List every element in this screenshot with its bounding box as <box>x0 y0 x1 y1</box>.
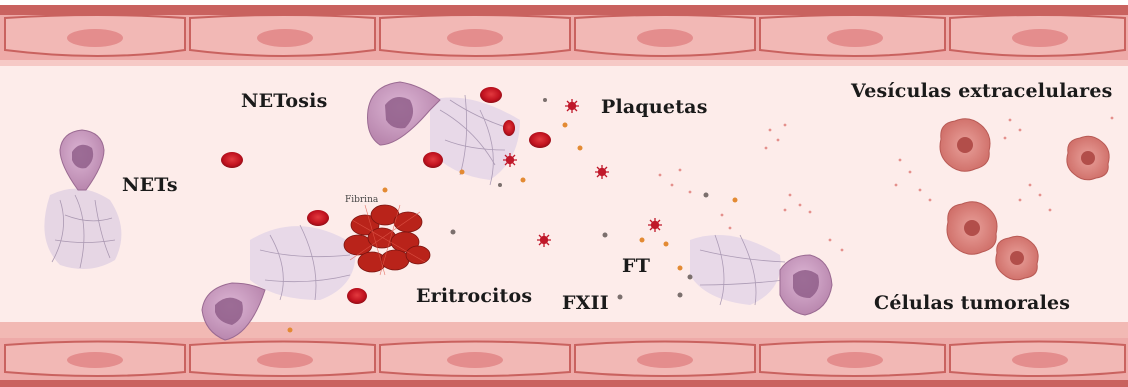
nets-fibers-left <box>44 189 121 269</box>
bottom-vessel-wall <box>0 322 1128 387</box>
label-nets: NETs <box>122 176 178 195</box>
label-eritrocitos: Eritrocitos <box>416 287 532 306</box>
label-plaquetas: Plaquetas <box>601 98 708 117</box>
label-fibrina: Fibrina <box>345 196 378 205</box>
label-vesiculas-extracelulares: Vesículas extracelulares <box>851 82 1113 101</box>
label-celulas-tumorales: Células tumorales <box>874 294 1070 313</box>
label-fxii: FXII <box>562 294 609 313</box>
top-vessel-wall <box>0 5 1128 66</box>
label-netosis: NETosis <box>241 92 328 111</box>
label-ft: FT <box>622 257 650 276</box>
